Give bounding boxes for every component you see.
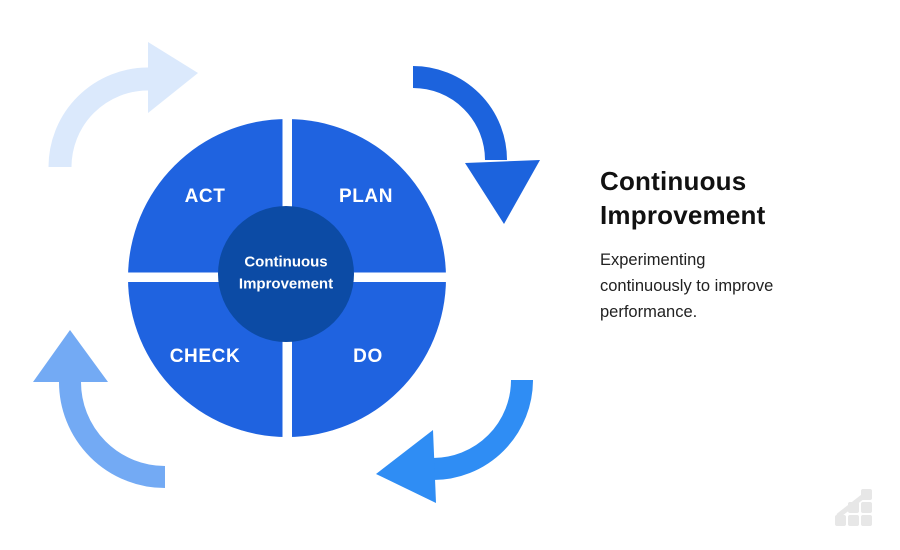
logo-square	[861, 515, 872, 526]
arrow-top-left-head	[148, 42, 198, 113]
quadrant-label-plan: PLAN	[338, 186, 394, 207]
page-description: Experimenting continuously to improve pe…	[600, 250, 774, 321]
arrow-bottom-left-arc	[59, 381, 166, 488]
arrow-bottom-arc	[432, 379, 533, 480]
description-panel: Continuous Improvement Experimenting con…	[600, 165, 840, 325]
arrow-top-left-arc	[48, 67, 149, 168]
arrow-bottom-left	[33, 330, 166, 488]
logo-square	[861, 502, 872, 513]
arrow-bottom-left-head	[33, 330, 108, 382]
arrow-bottom-head	[376, 430, 436, 503]
arrow-top-left	[48, 42, 198, 168]
arrow-top-right	[412, 66, 540, 224]
arrow-top-right-head	[465, 160, 540, 224]
quadrant-label-act: ACT	[184, 186, 226, 207]
arrow-bottom	[376, 379, 533, 503]
cycle-hub	[218, 206, 354, 342]
logo-square	[848, 502, 859, 513]
quadrant-label-check: CHECK	[169, 346, 241, 367]
arrow-top-right-arc	[412, 66, 507, 161]
quadrant-label-do: DO	[353, 346, 383, 367]
bar-chart-logo	[835, 488, 879, 529]
page-title: Continuous Improvement	[600, 166, 766, 230]
hub-label: Continuous Improvement	[238, 253, 334, 292]
logo-square	[848, 515, 859, 526]
logo-square	[835, 515, 846, 526]
